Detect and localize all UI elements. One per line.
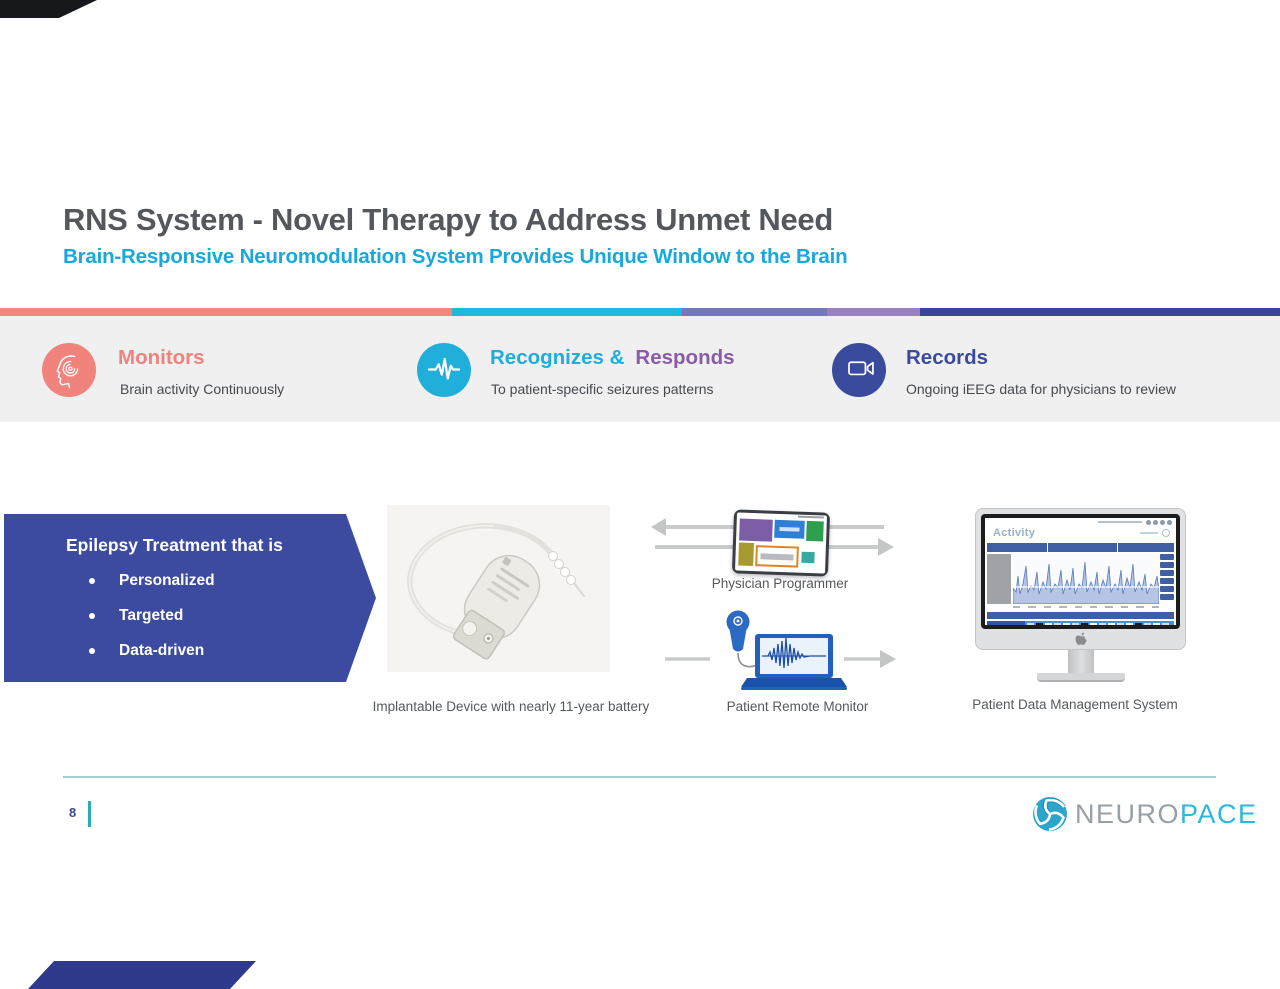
stripe-segment-slate [682, 308, 827, 316]
imac-bezel: Activity [981, 514, 1180, 629]
head-brain-icon [49, 348, 89, 393]
recognizes-circle [417, 343, 471, 397]
implant-electrodes [548, 551, 576, 585]
slide-title: RNS System - Novel Therapy to Address Un… [63, 202, 833, 237]
tablet-tile [806, 520, 824, 542]
banner-heading: Epilepsy Treatment that is [66, 535, 283, 555]
imac-chin [976, 629, 1185, 649]
ecg-waveform-icon [423, 347, 465, 394]
stripe-segment-mauve [827, 308, 920, 316]
pdms-table-leadcell [987, 621, 1025, 625]
remote-caption: Patient Remote Monitor [726, 699, 869, 714]
pdms-table-cells [1025, 621, 1174, 625]
pdms-caption: Patient Data Management System [972, 697, 1178, 712]
recognizes-title: Recognizes & Responds [490, 346, 735, 370]
accent-stripe [0, 308, 1280, 316]
pdms-sidebar [987, 554, 1011, 604]
tablet-tile [738, 542, 754, 567]
footer-divider [63, 776, 1216, 778]
bullet-label: Personalized [119, 572, 215, 589]
pdms-navbar [987, 543, 1174, 552]
browser-icons [1146, 520, 1172, 525]
top-left-ribbon [0, 0, 97, 18]
implant-caption: Implantable Device with nearly 11-year b… [372, 699, 650, 714]
records-title: Records [906, 346, 989, 369]
logo-wordmark: NEUROPACE [1075, 799, 1258, 830]
recognizes-title-first: Recognizes & [490, 346, 625, 369]
neuropace-swirl-icon [1033, 797, 1067, 831]
epilepsy-treatment-banner: Epilepsy Treatment that is Personalized … [4, 514, 376, 682]
tablet-tile [739, 518, 773, 542]
telemetry-wand [726, 610, 750, 652]
user-icon [1162, 529, 1170, 537]
monitors-circle [42, 343, 96, 397]
page-number-separator [88, 801, 91, 827]
pdms-buttons [1160, 554, 1174, 600]
banner-bullet-data-driven: Data-driven [89, 642, 204, 660]
tablet-screen [735, 512, 827, 574]
bullet-dot [89, 648, 95, 654]
logo-pace-text: PACE [1180, 798, 1258, 829]
laptop [741, 634, 847, 690]
browser-url-text [1098, 521, 1142, 523]
implantable-device-photo [387, 505, 610, 672]
physician-programmer-tablet [731, 509, 831, 577]
pdms-imac: Activity [975, 508, 1186, 688]
tablet-tile [755, 545, 799, 568]
pdms-screen: Activity [985, 518, 1176, 625]
tablet-tile [801, 551, 815, 564]
banner-bullet-targeted: Targeted [89, 607, 183, 625]
pdms-divider-bar [987, 612, 1174, 619]
monitors-desc: Brain activity Continuously [120, 381, 285, 397]
slide-subtitle: Brain-Responsive Neuromodulation System … [63, 245, 848, 268]
arrowhead-right [880, 650, 896, 668]
tablet-statusbar [797, 515, 824, 519]
apple-logo-icon [1075, 632, 1086, 645]
logo-neuro-text: NEURO [1075, 798, 1181, 829]
bullet-label: Data-driven [119, 642, 205, 659]
monitors-title: Monitors [118, 346, 205, 369]
records-desc: Ongoing iEEG data for physicians to revi… [906, 381, 1177, 397]
arrowhead-left [651, 518, 666, 536]
feature-band [0, 316, 1280, 422]
pdms-axis-ticks [1013, 606, 1160, 610]
page-number: 8 [69, 805, 77, 820]
programmer-caption: Physician Programmer [711, 576, 849, 591]
recognizes-desc: To patient-specific seizures patterns [491, 381, 714, 397]
imac-stand-neck [1068, 650, 1094, 674]
bullet-dot [89, 613, 95, 619]
pdms-table [987, 621, 1174, 625]
neuropace-logo: NEUROPACE [1030, 794, 1258, 834]
imac-frame: Activity [975, 508, 1186, 650]
signin-text [1140, 532, 1158, 534]
stripe-segment-coral [0, 308, 452, 316]
video-camera-icon [839, 348, 879, 393]
bullet-label: Targeted [119, 607, 184, 624]
pdms-chart [1012, 554, 1160, 605]
records-circle [832, 343, 886, 397]
pdms-activity-title: Activity [993, 527, 1036, 539]
stripe-segment-navy [920, 308, 1280, 316]
patient-remote-monitor [700, 608, 850, 698]
arrowhead-right [878, 538, 894, 556]
imac-stand-base [1037, 673, 1125, 682]
banner-bullet-personalized: Personalized [89, 572, 215, 590]
bottom-left-ribbon [28, 961, 256, 989]
bullet-dot [89, 578, 95, 584]
stripe-segment-cyan [452, 308, 682, 316]
responds-title-second: Responds [635, 346, 735, 369]
tablet-tile [774, 519, 805, 539]
